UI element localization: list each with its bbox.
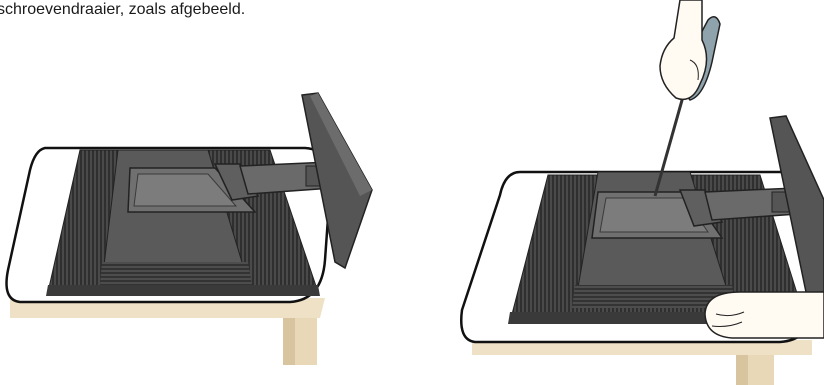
hand-top: [660, 0, 707, 99]
left-figure: [7, 93, 373, 365]
right-figure: [461, 0, 824, 385]
